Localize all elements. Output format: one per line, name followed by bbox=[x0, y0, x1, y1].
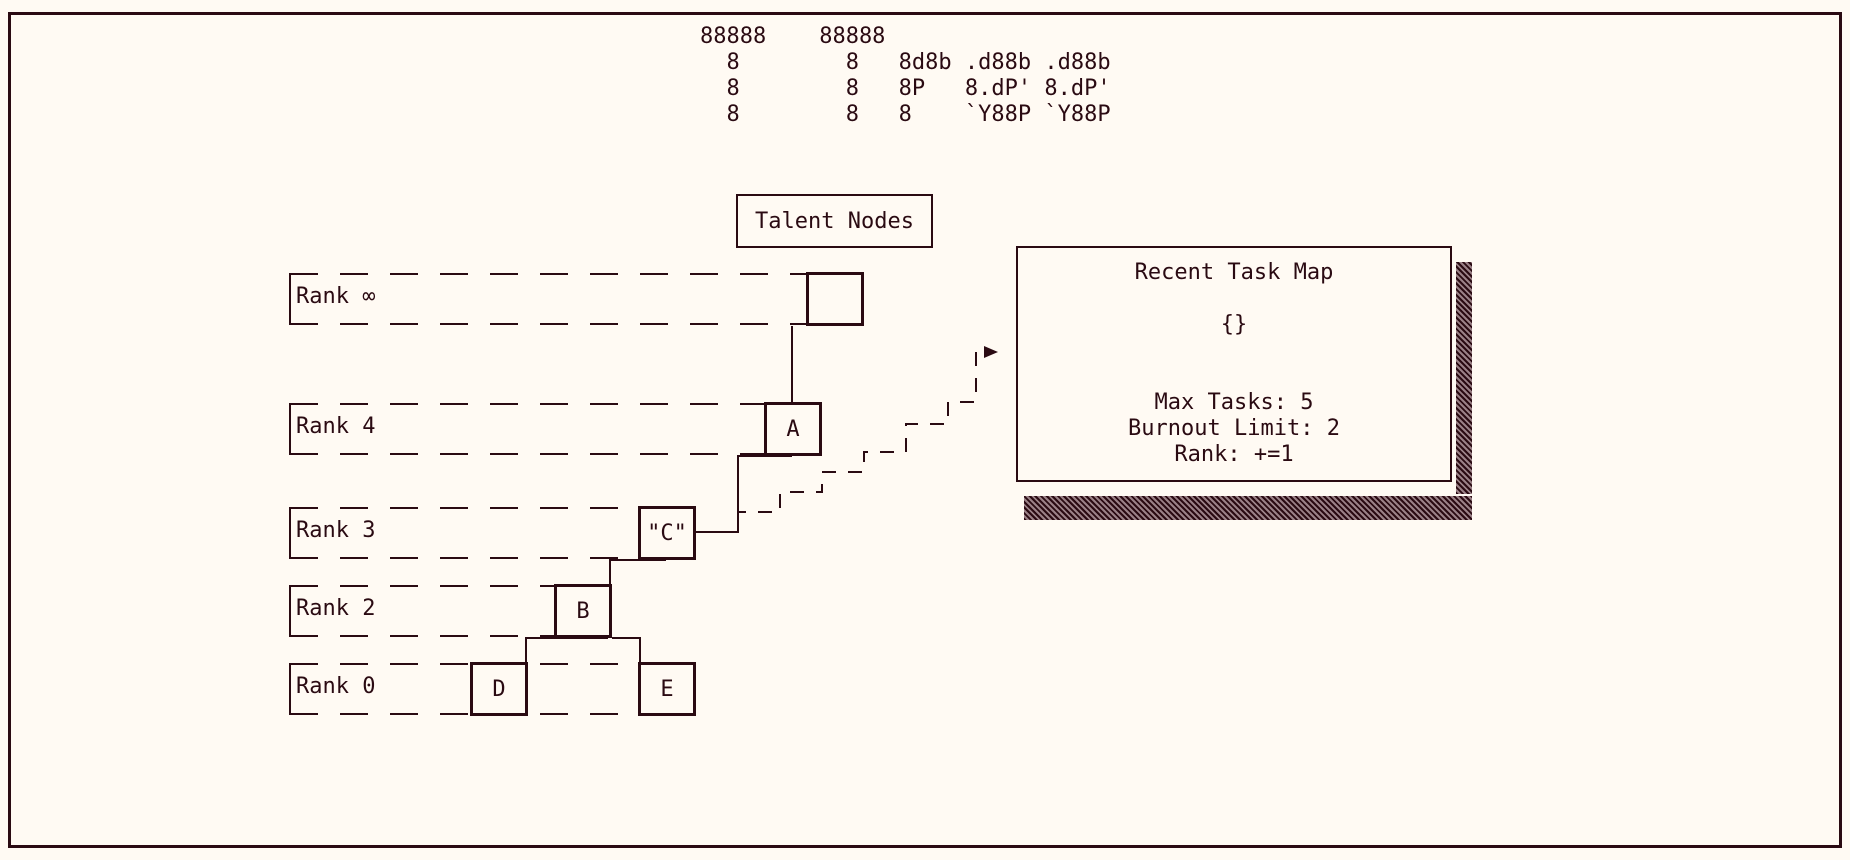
banner-line-2: 8 8 8d8b .d88b .d88b bbox=[700, 50, 1111, 75]
rank-4-bracket bbox=[289, 403, 296, 455]
banner-line-1: 88888 88888 bbox=[700, 24, 886, 49]
node-a[interactable]: A bbox=[764, 402, 822, 456]
rank-label-inf: Rank ∞ bbox=[296, 284, 376, 309]
rank-label-4: Rank 4 bbox=[296, 414, 376, 439]
node-e[interactable]: E bbox=[638, 662, 696, 716]
node-d[interactable]: D bbox=[470, 662, 528, 716]
rank-label-0: Rank 0 bbox=[296, 674, 376, 699]
rank-inf-band bbox=[290, 273, 806, 325]
ascii-banner: 88888 88888 8 8 8d8b .d88b .d88b 8 8 8P … bbox=[700, 24, 1111, 128]
rank-label-2: Rank 2 bbox=[296, 596, 376, 621]
link-c-to-panel bbox=[700, 351, 988, 533]
banner-line-4: 8 8 8 `Y88P `Y88P bbox=[700, 102, 1111, 127]
panel-max-tasks: Max Tasks: 5 bbox=[1154, 390, 1314, 415]
link-arrowhead bbox=[984, 346, 998, 358]
recent-task-map-panel: Recent Task Map {} Max Tasks: 5 Burnout … bbox=[1016, 246, 1452, 482]
edge-c-b bbox=[609, 559, 666, 586]
diagram-title: Talent Nodes bbox=[736, 194, 933, 248]
node-top[interactable] bbox=[806, 272, 864, 326]
banner-line-3: 8 8 8P 8.dP' 8.dP' bbox=[700, 76, 1111, 101]
rank-label-3: Rank 3 bbox=[296, 518, 376, 543]
node-b[interactable]: B bbox=[554, 584, 612, 638]
panel-shadow-right bbox=[1456, 262, 1472, 494]
rank-2-band bbox=[290, 585, 554, 637]
diagram-frame bbox=[8, 12, 1842, 848]
rank-2-bracket bbox=[289, 585, 296, 637]
panel-shadow-bottom bbox=[1024, 496, 1472, 520]
edge-b-d bbox=[525, 637, 608, 664]
edge-b-e bbox=[612, 637, 641, 664]
panel-rank: Rank: +=1 bbox=[1174, 442, 1294, 467]
edge-a-c bbox=[694, 455, 792, 533]
rank-0-band bbox=[290, 663, 638, 715]
rank-inf-bracket bbox=[289, 273, 296, 325]
rank-3-bracket bbox=[289, 507, 296, 559]
rank-0-bracket bbox=[289, 663, 296, 715]
panel-burnout-limit: Burnout Limit: 2 bbox=[1128, 416, 1340, 441]
node-c[interactable]: "C" bbox=[638, 506, 696, 560]
panel-map-value: {} bbox=[1220, 312, 1248, 337]
rank-3-band bbox=[290, 507, 638, 559]
panel-title: Recent Task Map bbox=[1134, 260, 1334, 285]
